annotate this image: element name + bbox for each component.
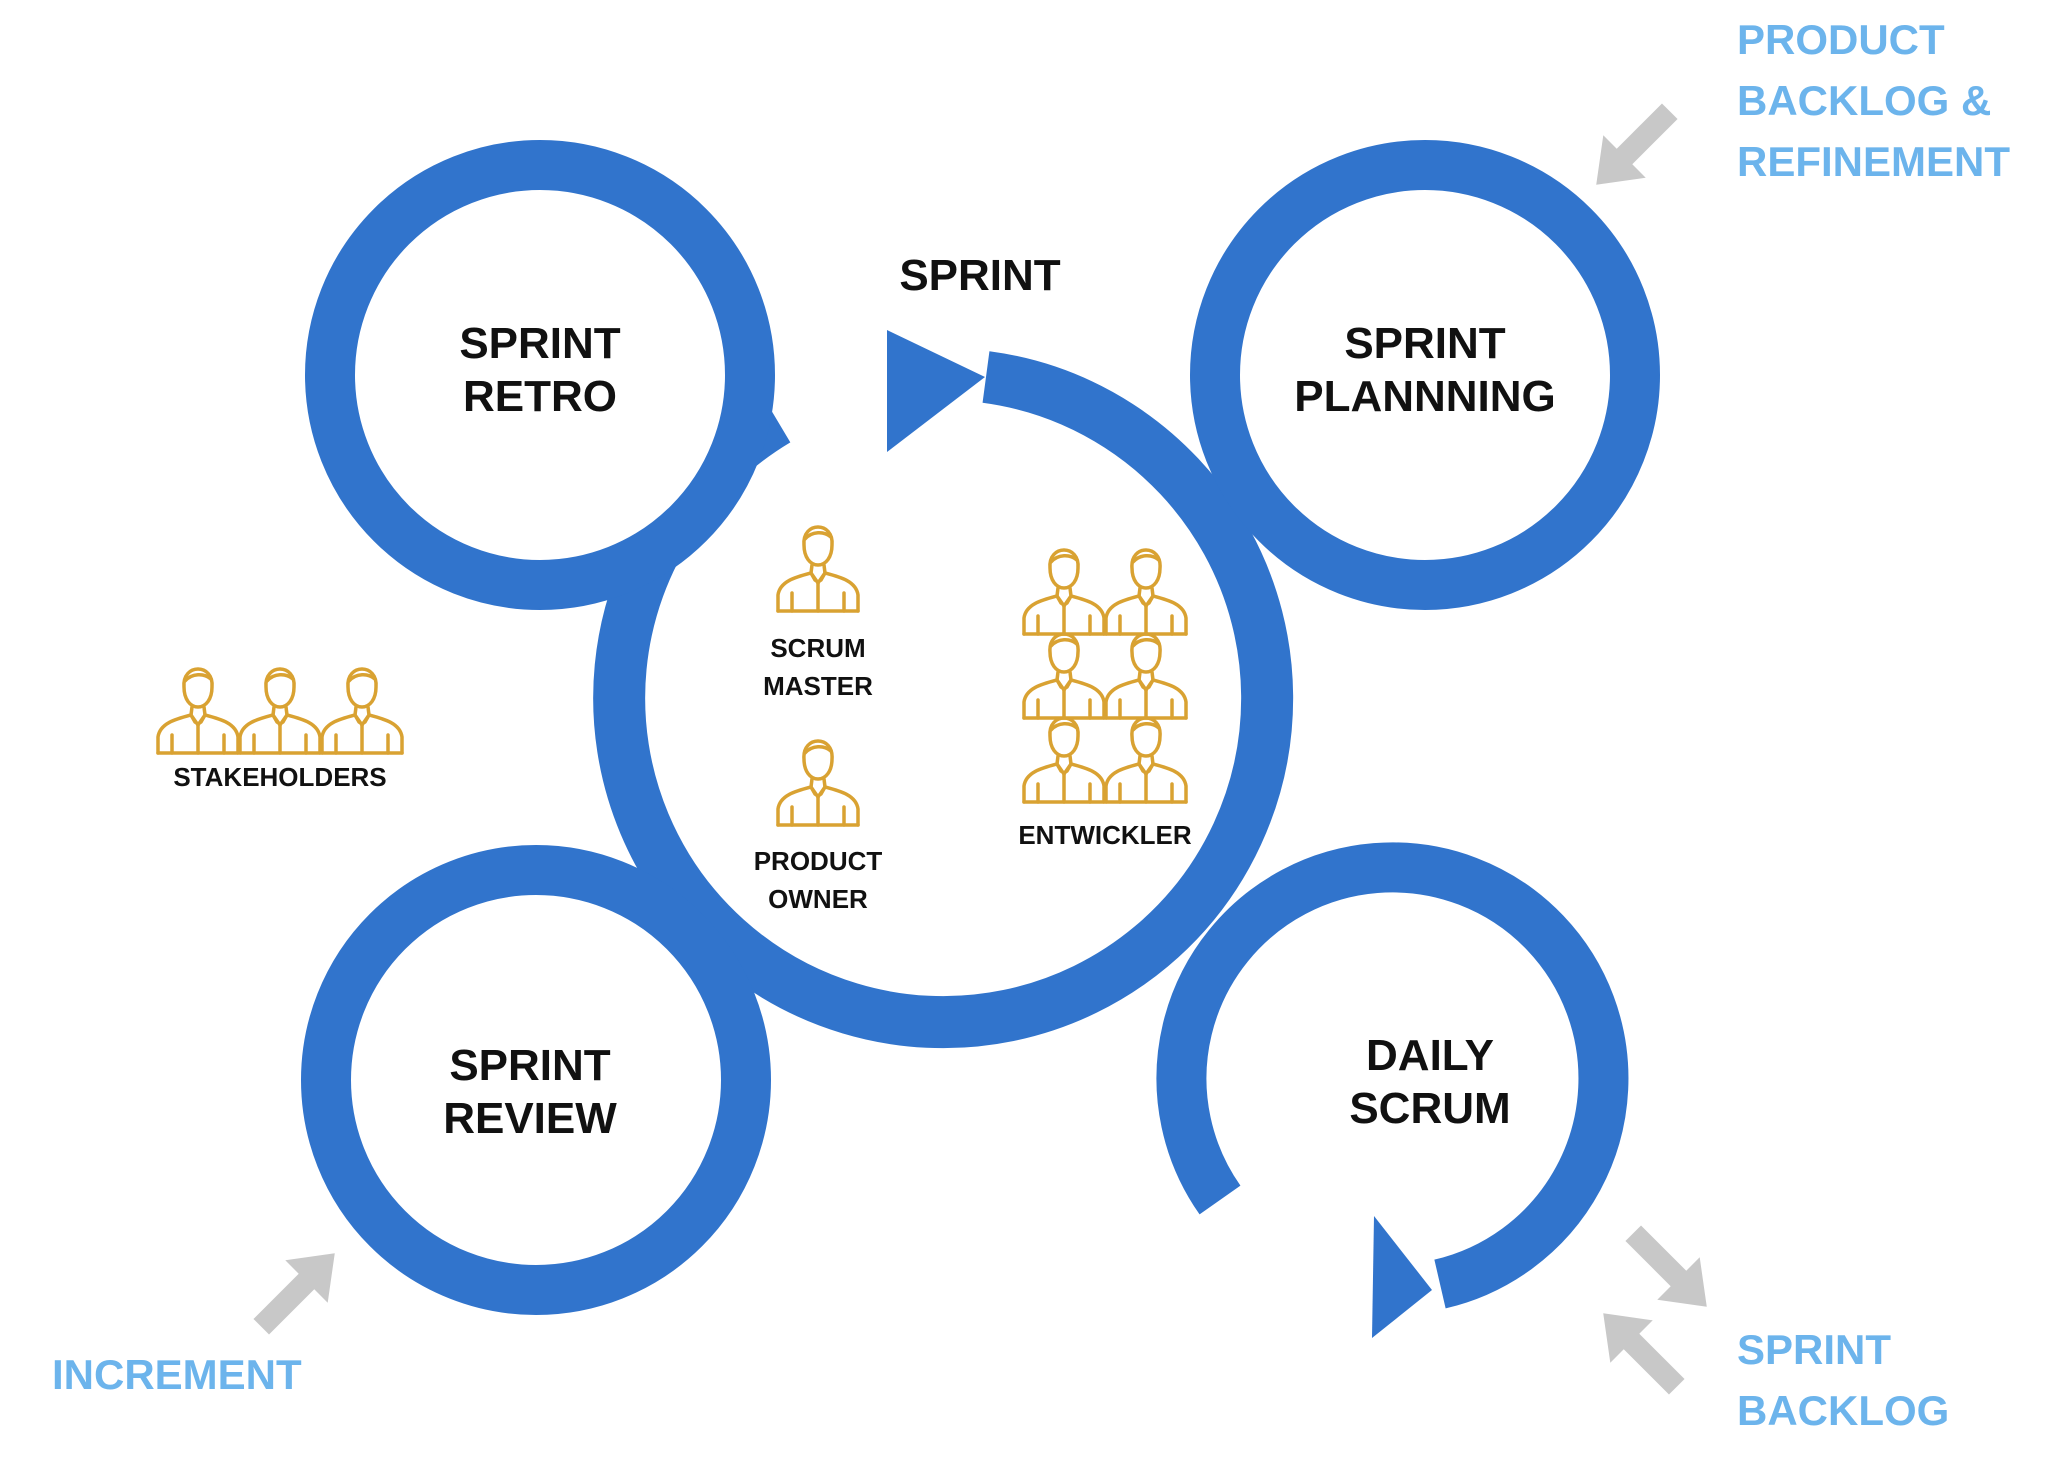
sprint-review-label: SPRINT REVIEW	[380, 1040, 680, 1146]
increment-label-text: INCREMENT	[52, 1351, 302, 1398]
product-owner-label: PRODUCT OWNER	[718, 843, 918, 918]
developer-person-icon	[1104, 632, 1188, 720]
stakeholder-person-icon	[238, 667, 322, 755]
scrum-master-line1: SCRUM	[770, 633, 866, 663]
sprint-planning-line2: PLANNNING	[1294, 371, 1556, 421]
product-owner-line2: OWNER	[768, 883, 868, 914]
developer-person-icon	[1022, 548, 1106, 636]
sprint-planning-line1: SPRINT	[1344, 319, 1506, 368]
daily-scrum-line2: SCRUM	[1349, 1083, 1511, 1133]
sprint-backlog-line1: SPRINT	[1737, 1326, 1892, 1373]
increment-arrow-icon	[253, 1253, 335, 1335]
developers-label-text: ENTWICKLER	[1018, 820, 1192, 850]
stakeholders-label-text: STAKEHOLDERS	[173, 762, 387, 792]
developers-label: ENTWICKLER	[1005, 820, 1205, 851]
sprint-label: SPRINT	[880, 250, 1080, 303]
sprint-backlog-line2: BACKLOG	[1737, 1386, 1950, 1434]
sprint-backlog-in-arrow-icon	[1625, 1225, 1707, 1307]
sprint-label-text: SPRINT	[899, 251, 1061, 300]
sprint-retro-line1: SPRINT	[459, 319, 621, 368]
sprint-cycle-arrowhead	[887, 330, 985, 452]
scrum-master-label: SCRUM MASTER	[718, 630, 918, 705]
sprint-planning-label: SPRINT PLANNNING	[1245, 318, 1605, 424]
scrum-master-person-icon	[776, 525, 860, 613]
sprint-retro-line2: RETRO	[463, 371, 617, 421]
sprint-backlog-label: SPRINT BACKLOG	[1737, 1320, 1997, 1442]
developer-person-icon	[1104, 548, 1188, 636]
sprint-review-line1: SPRINT	[449, 1041, 611, 1090]
increment-label: INCREMENT	[52, 1345, 372, 1406]
developer-person-icon	[1104, 716, 1188, 804]
developer-person-icon	[1022, 632, 1106, 720]
product-backlog-arrow-icon	[1596, 103, 1678, 185]
product-backlog-label: PRODUCT BACKLOG & REFINEMENT	[1737, 10, 2037, 193]
product-backlog-line2: BACKLOG &	[1737, 76, 1992, 124]
sprint-backlog-out-arrow-icon	[1603, 1313, 1685, 1395]
product-owner-person-icon	[776, 739, 860, 827]
sprint-retro-label: SPRINT RETRO	[390, 318, 690, 424]
stakeholders-label: STAKEHOLDERS	[150, 762, 410, 793]
product-backlog-line3: REFINEMENT	[1737, 137, 2010, 185]
sprint-retro-circle	[305, 140, 775, 610]
daily-scrum-ring	[1156, 842, 1629, 1309]
product-backlog-line1: PRODUCT	[1737, 16, 1945, 63]
daily-scrum-label: DAILY SCRUM	[1290, 1030, 1570, 1136]
sprint-cycle-ring	[593, 351, 1294, 1049]
daily-scrum-line1: DAILY	[1366, 1031, 1494, 1080]
sprint-planning-circle	[1190, 140, 1660, 610]
daily-scrum-arrowhead	[1372, 1216, 1432, 1338]
sprint-review-circle	[301, 845, 771, 1315]
scrum-master-line2: MASTER	[763, 670, 873, 701]
product-owner-line1: PRODUCT	[753, 846, 883, 876]
stakeholder-person-icon	[156, 667, 240, 755]
sprint-review-line2: REVIEW	[443, 1093, 617, 1143]
stakeholder-person-icon	[320, 667, 404, 755]
developer-person-icon	[1022, 716, 1106, 804]
